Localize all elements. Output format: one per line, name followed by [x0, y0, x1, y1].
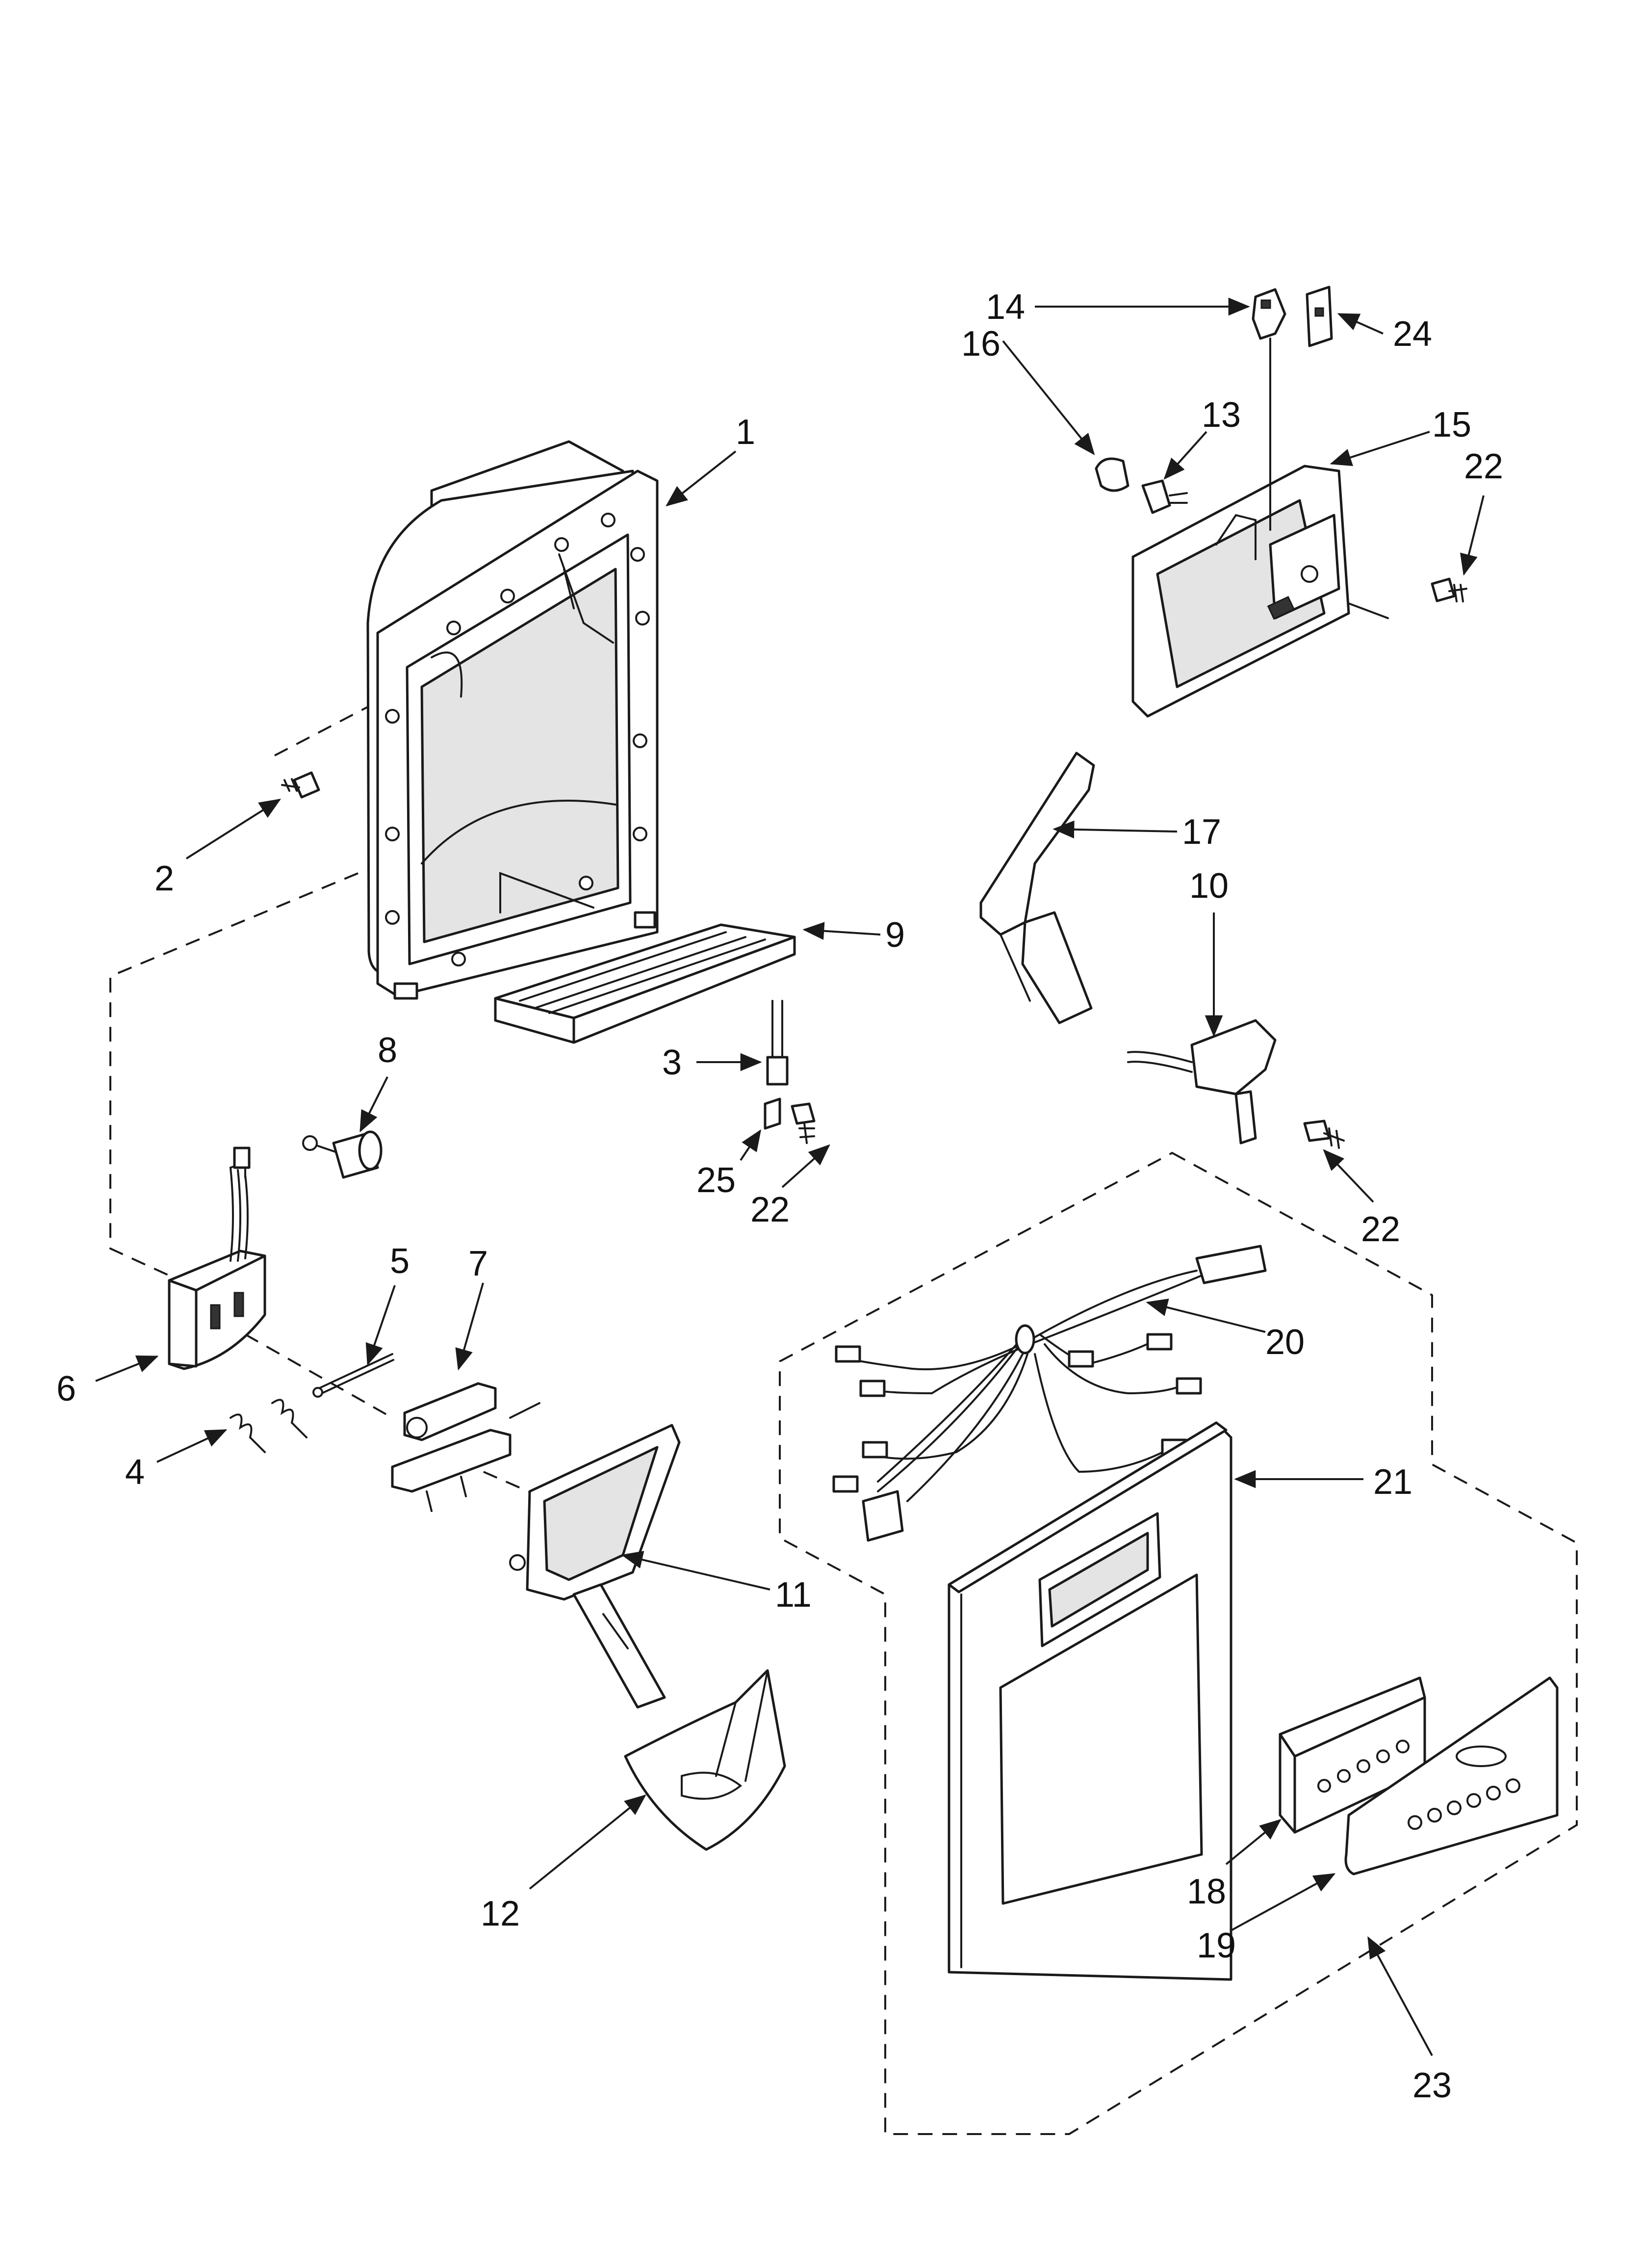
leader-4	[156, 1429, 228, 1463]
part-16-bulb	[1095, 457, 1129, 492]
callout-17: 17	[1182, 812, 1221, 852]
leader-5	[365, 1285, 396, 1366]
part-4-springs	[230, 1399, 308, 1453]
callout-23: 23	[1412, 2066, 1452, 2105]
part-13-socket	[1141, 479, 1188, 514]
leader-lines	[95, 297, 1485, 2056]
callout-11: 11	[775, 1575, 812, 1615]
callout-21: 21	[1373, 1462, 1412, 1502]
part-2-screw	[281, 771, 320, 799]
callout-16: 16	[961, 324, 1001, 364]
part-22-screw-center	[791, 1102, 816, 1144]
part-10-link	[1127, 1019, 1277, 1145]
part-19-control-face	[1344, 1676, 1559, 1876]
part-5-pin	[312, 1353, 394, 1398]
leader-13	[1163, 431, 1207, 480]
callout-15: 15	[1432, 405, 1471, 444]
callout-8: 8	[378, 1031, 397, 1070]
part-7-actuator	[391, 1382, 540, 1512]
part-1-housing	[366, 440, 659, 1000]
leader-18	[1225, 1819, 1282, 1865]
callout-22b: 22	[750, 1190, 790, 1229]
callout-5: 5	[390, 1242, 410, 1281]
leader-17	[1052, 820, 1178, 839]
callout-10: 10	[1189, 866, 1229, 906]
callout-12: 12	[481, 1894, 520, 1933]
part-14-switch	[1252, 288, 1286, 531]
callout-14: 14	[986, 287, 1025, 327]
leader-2	[185, 799, 282, 860]
callouts: 1 2 3 4 5 6 7 8 9 10 11 12 13 14 15 16 1…	[56, 287, 1503, 2105]
callout-7: 7	[468, 1244, 488, 1283]
dash-module-to-actuator	[245, 1333, 393, 1419]
part-24-insulator	[1306, 286, 1333, 347]
callout-2: 2	[154, 859, 174, 898]
leader-11	[621, 1551, 770, 1590]
callout-20: 20	[1265, 1323, 1305, 1362]
leader-19	[1231, 1873, 1336, 1931]
callout-25: 25	[696, 1161, 736, 1200]
leader-24	[1337, 313, 1384, 335]
part-8-solenoid	[302, 1130, 383, 1179]
part-3-lever-spring	[766, 1000, 789, 1086]
part-25-bracket	[764, 1097, 781, 1130]
part-22-screw-right-middle	[1303, 1120, 1345, 1149]
leader-22b	[781, 1144, 830, 1188]
assembly-lines	[109, 686, 1578, 2135]
callout-9: 9	[885, 915, 905, 955]
part-18-control-board	[1279, 1676, 1426, 1834]
leader-25	[740, 1129, 762, 1161]
part-21-front-panel	[948, 1421, 1232, 1981]
leader-9	[802, 922, 881, 940]
callout-22a: 22	[1464, 447, 1503, 486]
callout-18: 18	[1187, 1872, 1226, 1911]
callout-24: 24	[1393, 314, 1432, 354]
leader-12	[529, 1794, 646, 1890]
leader-7	[455, 1282, 484, 1371]
dash-assembly-23	[779, 1151, 1578, 2135]
leader-20	[1146, 1298, 1266, 1333]
callout-1: 1	[736, 413, 755, 452]
leader-22a	[1460, 495, 1485, 576]
callout-19: 19	[1197, 1926, 1236, 1965]
part-17-lever	[979, 752, 1095, 1024]
part-6-module	[168, 1147, 266, 1370]
part-20-harness	[832, 1245, 1267, 1542]
leader-6	[95, 1355, 159, 1382]
callout-3: 3	[662, 1043, 682, 1082]
part-9-drip-tray	[494, 872, 796, 1044]
leader-1	[666, 450, 737, 507]
part-22-screw-upper-right	[1431, 577, 1467, 602]
callout-4: 4	[125, 1453, 145, 1492]
leader-15	[1330, 431, 1430, 466]
leader-22c	[1323, 1149, 1374, 1203]
part-15-bracket	[1131, 465, 1389, 718]
dash-housing-to-module	[109, 872, 359, 1277]
callout-22c: 22	[1361, 1210, 1400, 1249]
callout-13: 13	[1202, 395, 1241, 435]
leader-8	[359, 1076, 388, 1133]
leader-23	[1367, 1936, 1433, 2056]
part-12-chute	[624, 1669, 786, 1851]
callout-6: 6	[56, 1369, 76, 1408]
part-11-paddle	[509, 1424, 681, 1709]
leader-16	[1002, 340, 1095, 455]
